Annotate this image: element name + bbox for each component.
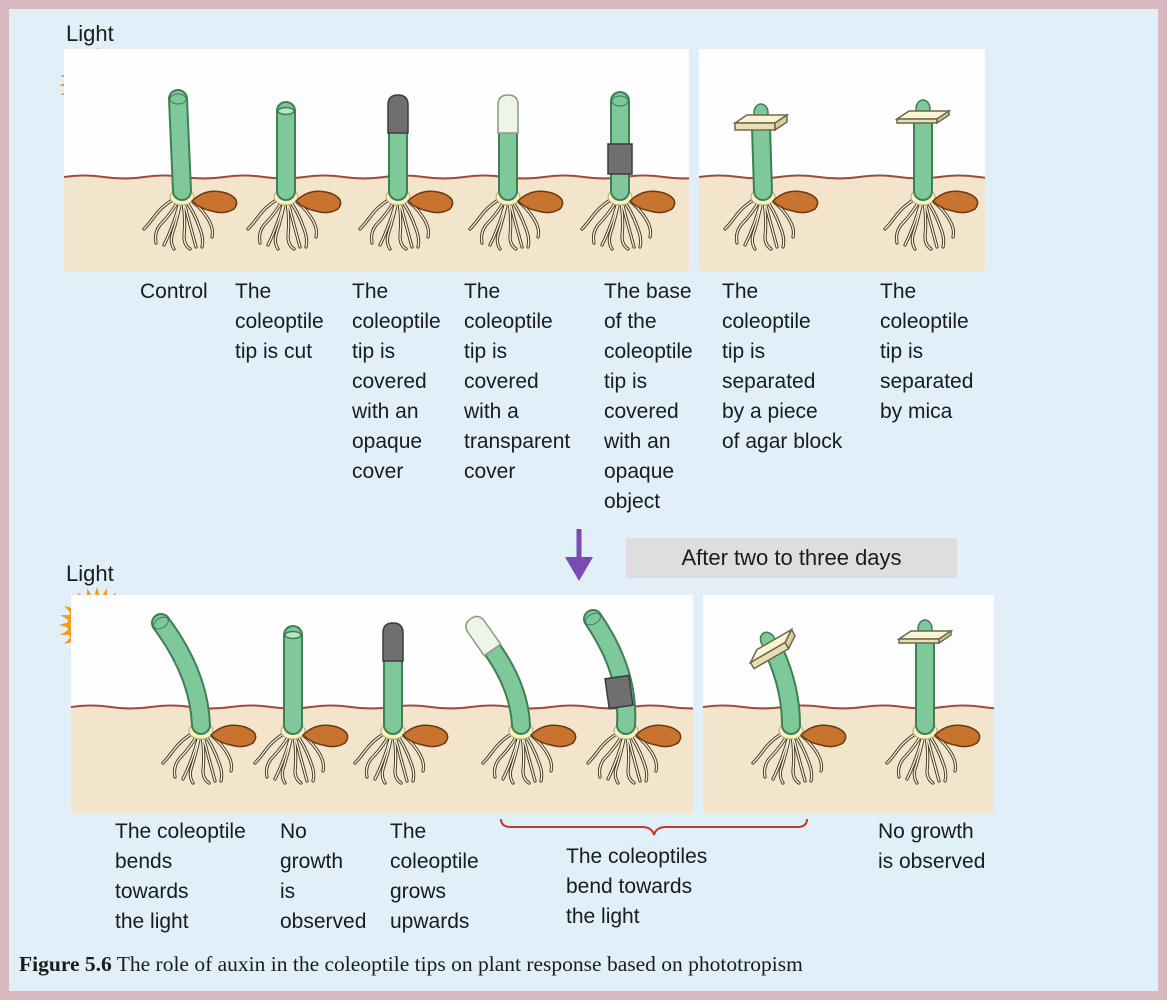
opaque-band [605,675,633,708]
opaque-cover [388,95,408,133]
bottom-label-grows-upwards: The coleoptile grows upwards [390,817,479,937]
top-label-transparent-cover: The coleoptile tip is covered with a tra… [464,277,570,487]
caption-text: The role of auxin in the coleoptile tips… [112,952,803,976]
light-label-top: Light [66,21,114,47]
bottom-panel-right [703,595,994,813]
opaque-cover [383,623,403,661]
top-label-opaque-cover: The coleoptile tip is covered with an op… [352,277,441,487]
down-arrow-icon [559,527,599,583]
top-panel-right [699,49,985,271]
top-panel-left [64,49,689,271]
figure-number: Figure 5.6 [19,952,112,976]
top-label-base-covered: The base of the coleoptile tip is covere… [604,277,693,517]
time-label-box: After two to three days [626,538,957,578]
cut-tip [278,108,294,115]
light-label-bottom: Light [66,561,114,587]
figure-frame: Light Control The coleoptile tip is cut … [9,9,1158,991]
bottom-label-no-growth: No growth is observed [280,817,366,937]
top-label-mica: The coleoptile tip is separated by mica [880,277,973,427]
figure-caption: Figure 5.6 The role of auxin in the cole… [19,952,1159,977]
group-brace [499,817,809,837]
soil [703,707,994,813]
top-label-tip-cut: The coleoptile tip is cut [235,277,324,367]
opaque-band [608,144,632,174]
cut-tip [285,632,301,639]
bottom-label-bend-towards: The coleoptiles bend towards the light [566,842,707,932]
bottom-label-no-growth-mica: No growth is observed [878,817,985,877]
top-label-agar-block: The coleoptile tip is separated by a pie… [722,277,842,457]
transparent-cover [498,95,518,133]
bottom-label-bends: The coleoptile bends towards the light [115,817,246,937]
top-label-control: Control [140,277,208,307]
bottom-panel-left [71,595,693,813]
